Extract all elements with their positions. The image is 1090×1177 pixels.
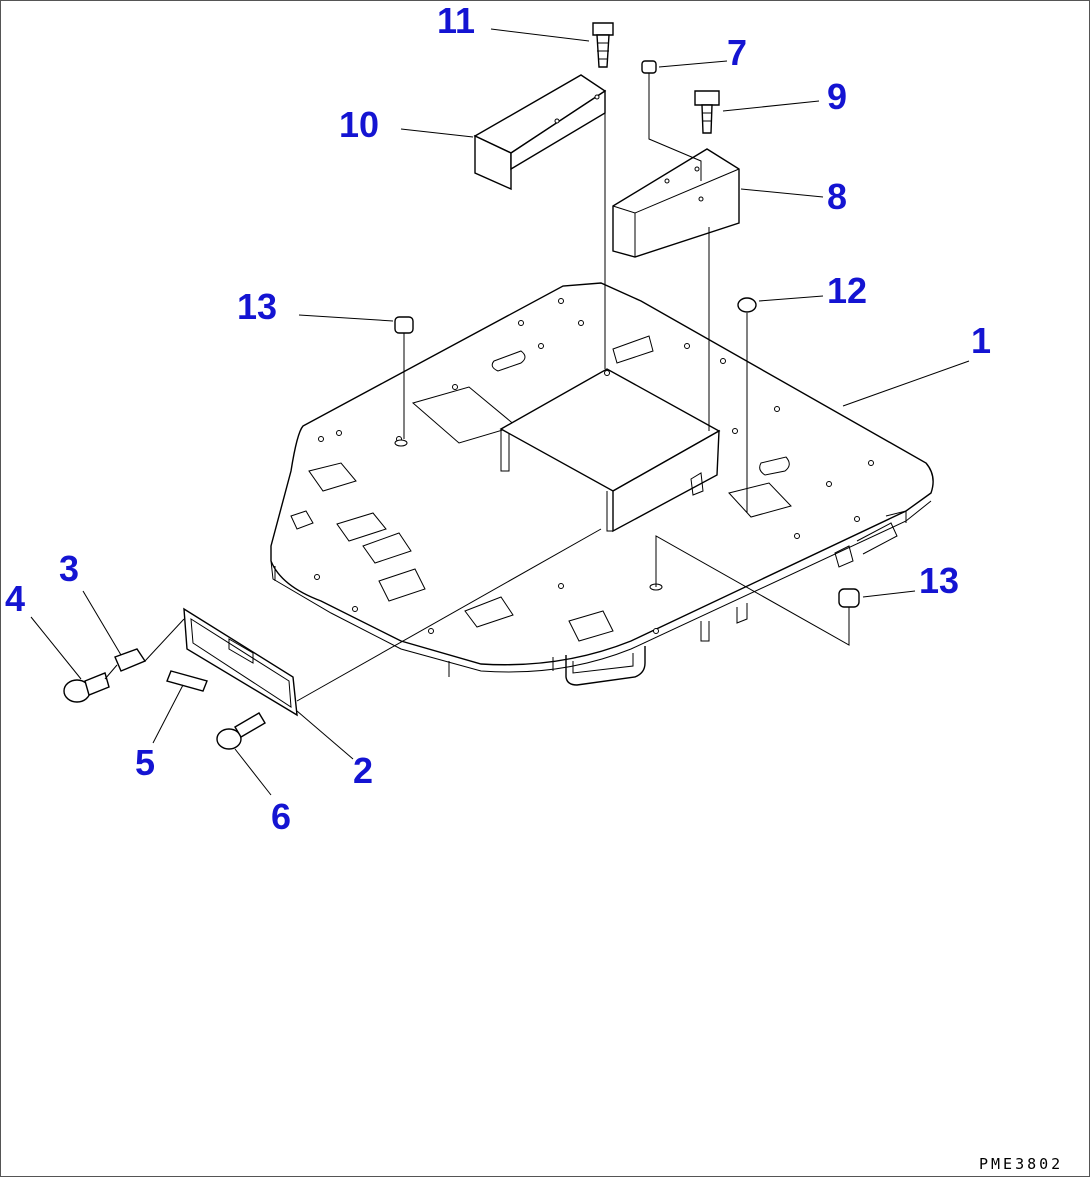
part-4-bolt	[63, 672, 110, 703]
callout-3: 3	[59, 548, 79, 589]
part-10-cover	[473, 74, 607, 191]
callout-1: 1	[971, 320, 991, 361]
callout-6: 6	[271, 796, 291, 837]
callout-9: 9	[827, 76, 847, 117]
callout-2: 2	[353, 750, 373, 791]
part-2-panel	[183, 607, 298, 717]
assembly-lines	[104, 73, 850, 702]
callout-10: 10	[339, 104, 379, 145]
part-13-cap-lower	[838, 588, 860, 608]
leader-lines	[30, 28, 970, 796]
callout-11: 11	[437, 1, 475, 41]
part-11-bolt	[592, 22, 614, 68]
part-8-cover	[612, 148, 740, 258]
part-12-cap	[737, 297, 757, 313]
callout-4: 4	[5, 578, 25, 619]
callout-5: 5	[135, 742, 155, 783]
drawing-code: PME3802	[979, 1155, 1063, 1173]
part-9-bolt	[694, 90, 720, 134]
part-6-bolt	[216, 712, 266, 750]
callout-13-upper: 13	[237, 286, 277, 327]
callout-8: 8	[827, 176, 847, 217]
part-5-spacer	[166, 670, 208, 692]
center-box	[499, 368, 721, 533]
part-7-cap	[641, 60, 657, 74]
callout-12: 12	[827, 270, 867, 311]
callout-7: 7	[727, 32, 747, 73]
callout-13-lower: 13	[919, 560, 959, 601]
part-13-cap-upper	[394, 316, 414, 334]
